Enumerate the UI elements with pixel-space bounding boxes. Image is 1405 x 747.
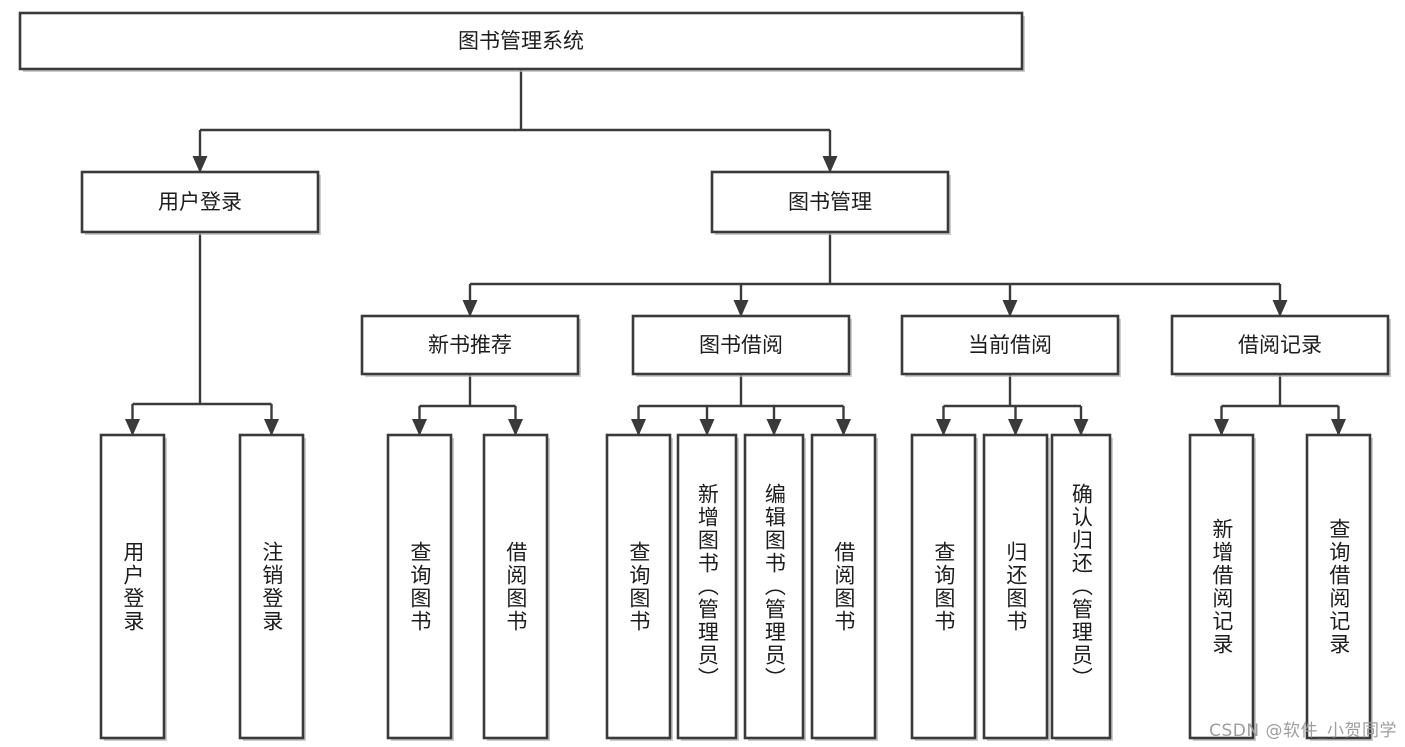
arrow-head-icon bbox=[1331, 419, 1346, 436]
node-box-leaf-add-book[interactable] bbox=[676, 433, 738, 740]
arrow-head-icon bbox=[699, 419, 715, 436]
arrow-head-icon bbox=[733, 300, 749, 317]
node-box-user-login[interactable] bbox=[80, 170, 320, 234]
node-box-leaf-confirm-return[interactable] bbox=[1050, 433, 1112, 740]
node-box-leaf-user-logout[interactable] bbox=[238, 433, 305, 740]
node-box-root[interactable] bbox=[18, 11, 1024, 71]
node-box-new-book-recommend[interactable] bbox=[360, 314, 580, 376]
arrow-head-icon bbox=[1073, 419, 1089, 436]
watermark-text: CSDN @软件_小贺同学 bbox=[1209, 721, 1397, 741]
arrow-head-icon bbox=[1272, 300, 1288, 317]
arrow-head-icon bbox=[192, 156, 208, 173]
node-new-book-recommend-label: 新书推荐 bbox=[428, 333, 512, 357]
node-borrow-record-label: 借阅记录 bbox=[1238, 333, 1322, 357]
node-current-borrow-label: 当前借阅 bbox=[968, 333, 1052, 357]
node-box-leaf-borrow-book-2[interactable] bbox=[810, 433, 877, 740]
node-book-manage-label: 图书管理 bbox=[788, 190, 872, 214]
node-book-borrow-label: 图书借阅 bbox=[699, 333, 783, 357]
node-box-leaf-return-book[interactable] bbox=[982, 433, 1049, 740]
arrow-head-icon bbox=[125, 419, 140, 436]
node-user-login-label: 用户登录 bbox=[158, 190, 242, 214]
arrow-head-icon bbox=[836, 419, 851, 436]
arrow-head-icon bbox=[936, 419, 951, 436]
node-box-leaf-user-login[interactable] bbox=[99, 433, 166, 740]
arrow-head-icon bbox=[1008, 419, 1023, 436]
arrow-head-icon bbox=[264, 419, 279, 436]
node-box-book-borrow[interactable] bbox=[631, 314, 851, 376]
arrow-head-icon bbox=[412, 419, 427, 436]
node-box-leaf-edit-book[interactable] bbox=[743, 433, 805, 740]
node-box-leaf-query-book-3[interactable] bbox=[910, 433, 977, 740]
arrow-head-icon bbox=[631, 419, 646, 436]
node-box-leaf-query-record[interactable] bbox=[1305, 433, 1372, 740]
node-box-borrow-record[interactable] bbox=[1170, 314, 1390, 376]
connector-layer bbox=[125, 69, 1346, 436]
arrow-head-icon bbox=[766, 419, 782, 436]
node-box-leaf-query-book-1[interactable] bbox=[386, 433, 453, 740]
node-root-label: 图书管理系统 bbox=[458, 29, 584, 53]
arrow-head-icon bbox=[1214, 419, 1229, 436]
node-box-book-manage[interactable] bbox=[710, 170, 950, 234]
node-box-leaf-borrow-book-1[interactable] bbox=[482, 433, 549, 740]
box-layer bbox=[18, 11, 1391, 741]
node-box-leaf-add-record[interactable] bbox=[1188, 433, 1255, 740]
arrow-head-icon bbox=[822, 156, 838, 173]
arrow-head-icon bbox=[1002, 300, 1018, 317]
arrow-head-icon bbox=[462, 300, 478, 317]
node-box-current-borrow[interactable] bbox=[900, 314, 1120, 376]
arrow-head-icon bbox=[508, 419, 523, 436]
node-box-leaf-query-book-2[interactable] bbox=[605, 433, 672, 740]
